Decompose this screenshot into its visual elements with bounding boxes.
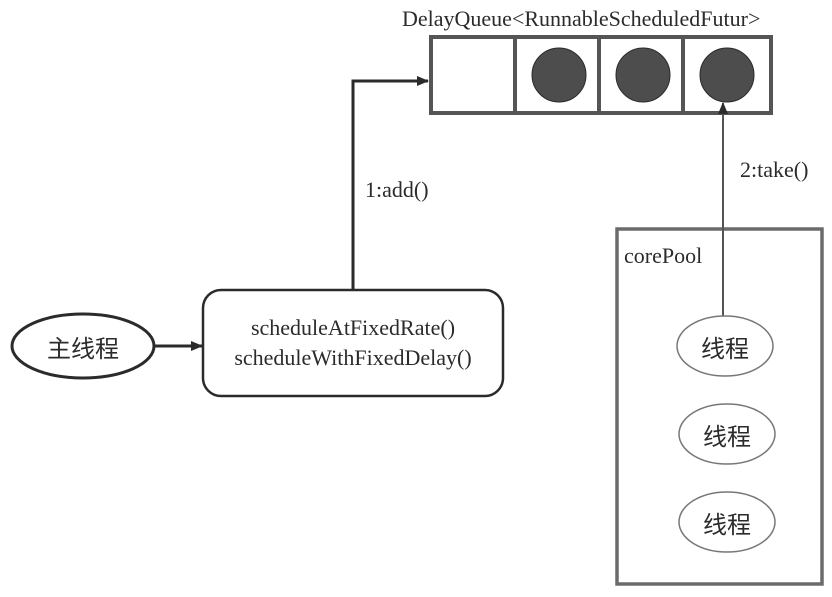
- thread-node: [676, 315, 774, 377]
- thread-node: [678, 491, 776, 553]
- queue-task-circle: [615, 47, 671, 103]
- delay-queue: [429, 35, 773, 115]
- add-edge-label: 1:add(): [365, 177, 429, 202]
- add-arrow: [351, 76, 429, 290]
- take-edge-label: 2:take(): [740, 157, 809, 182]
- methods-text: scheduleAtFixedRate() scheduleWithFixedD…: [203, 290, 503, 396]
- method-schedule-with-fixed-delay: scheduleWithFixedDelay(): [234, 345, 472, 370]
- thread-label: 线程: [703, 422, 751, 451]
- queue-title: DelayQueue<RunnableScheduledFutur>: [402, 6, 761, 31]
- main-thread-node: [10, 312, 156, 380]
- method-schedule-at-fixed-rate: scheduleAtFixedRate(): [250, 315, 456, 340]
- core-pool-label: corePool: [624, 243, 703, 268]
- main-thread-label: 主线程: [47, 334, 119, 363]
- thread-label: 线程: [703, 510, 751, 539]
- thread-label: 线程: [701, 334, 749, 363]
- queue-task-circle: [531, 47, 587, 103]
- queue-task-circle: [699, 47, 755, 103]
- thread-node: [678, 403, 776, 465]
